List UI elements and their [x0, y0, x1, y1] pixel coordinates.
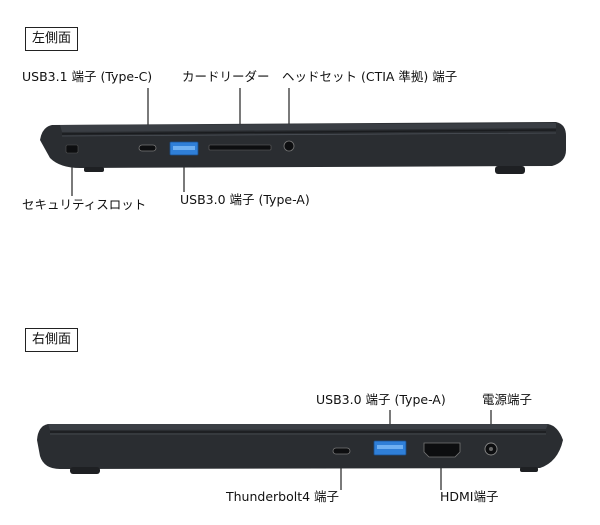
usb30-typea-label-left: USB3.0 端子 (Type-A): [180, 192, 310, 207]
hdmi-label: HDMI端子: [440, 489, 499, 504]
card-reader-label: カードリーダー: [182, 69, 270, 84]
power-port-label: 電源端子: [482, 392, 533, 407]
card-reader-slot: [208, 144, 272, 151]
laptop-left-side-view: [40, 88, 566, 196]
left-front-foot: [84, 167, 104, 172]
usb31-typec-label: USB3.1 端子 (Type-C): [22, 69, 153, 84]
laptop-right-body: [37, 424, 563, 469]
headset-port-label: ヘッドセット (CTIA 準拠) 端子: [282, 69, 458, 84]
right-side-section-label: 右側面: [25, 328, 79, 352]
usb31-typec-port: [138, 144, 157, 152]
usb30-typea-label-right: USB3.0 端子 (Type-A): [316, 392, 446, 407]
security-slot-label: セキュリティスロット: [22, 197, 147, 212]
headset-jack: [283, 140, 295, 152]
laptop-right-side-view: [37, 410, 563, 490]
thunderbolt4-port: [332, 447, 351, 455]
right-front-foot: [520, 467, 538, 472]
hdmi-port: [423, 442, 461, 458]
thunderbolt4-label: Thunderbolt4 端子: [226, 489, 340, 504]
right-rear-foot: [70, 467, 100, 474]
security-slot: [65, 144, 79, 154]
left-side-section-label: 左側面: [25, 27, 79, 51]
left-rear-foot: [495, 166, 525, 174]
